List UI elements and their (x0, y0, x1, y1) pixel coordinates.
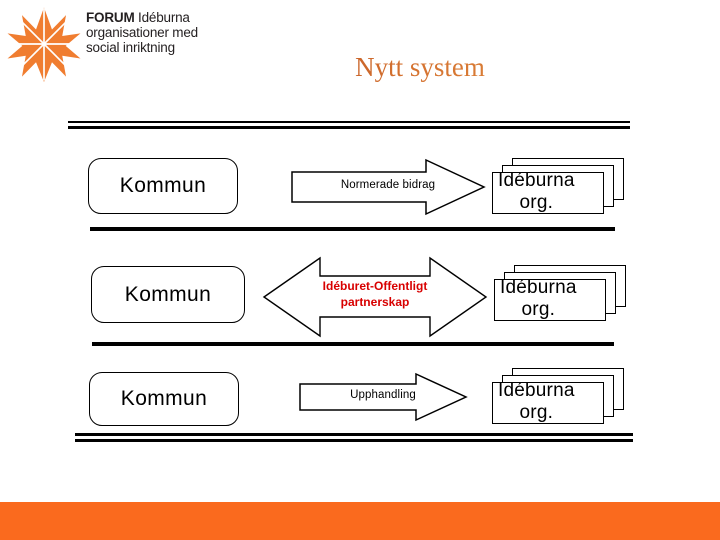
logo-brand-suffix: Idéburna (134, 10, 190, 25)
source-box-row-2[interactable]: Kommun (91, 266, 245, 323)
target-label-line-2: org. (519, 401, 554, 423)
source-box-row-3[interactable]: Kommun (89, 372, 239, 426)
logo-wordmark: FORUM Idéburna organisationer med social… (86, 10, 236, 55)
target-stack-row-2[interactable]: Idéburna org. (494, 265, 632, 327)
divider-top (68, 121, 630, 129)
target-stack-label: Idéburna org. (500, 277, 577, 321)
document-sheet-front (492, 172, 604, 214)
target-label-line-2: org. (521, 298, 556, 320)
divider-row-2 (92, 342, 614, 346)
logo-tagline-line2: organisationer med (86, 25, 198, 41)
target-label-line-1: Idéburna (498, 380, 575, 401)
target-stack-row-3[interactable]: Idéburna org. (492, 368, 630, 430)
logo-tagline-line3: social inriktning (86, 40, 175, 56)
divider-bottom (75, 433, 633, 442)
target-label-line-1: Idéburna (500, 277, 577, 298)
logo-brand-name: FORUM (86, 10, 135, 25)
target-label-line-1: Idéburna (498, 170, 575, 191)
source-box-label: Kommun (124, 282, 212, 306)
divider-row-1 (90, 227, 615, 231)
source-box-label: Kommun (119, 174, 207, 197)
document-sheet-front (492, 382, 604, 424)
target-stack-row-1[interactable]: Idéburna org. (492, 158, 630, 220)
relation-arrow-row-1[interactable]: Normerade bidrag (290, 158, 486, 216)
relation-arrow-row-3[interactable]: Upphandling (298, 372, 468, 422)
source-box-label: Kommun (120, 387, 208, 410)
footer-accent-band (0, 502, 720, 540)
target-stack-label: Idéburna org. (498, 380, 575, 424)
page-title: Nytt system (240, 52, 600, 83)
source-box-row-1[interactable]: Kommun (88, 158, 238, 214)
eight-pointed-star-icon (7, 7, 81, 82)
forum-logo: FORUM Idéburna organisationer med social… (4, 4, 244, 86)
target-label-line-2: org. (519, 191, 554, 213)
target-stack-label: Idéburna org. (498, 170, 575, 214)
relation-arrow-row-2[interactable]: Idéburet-Offentligt partnerskap (262, 256, 488, 338)
document-sheet-front (494, 279, 606, 321)
